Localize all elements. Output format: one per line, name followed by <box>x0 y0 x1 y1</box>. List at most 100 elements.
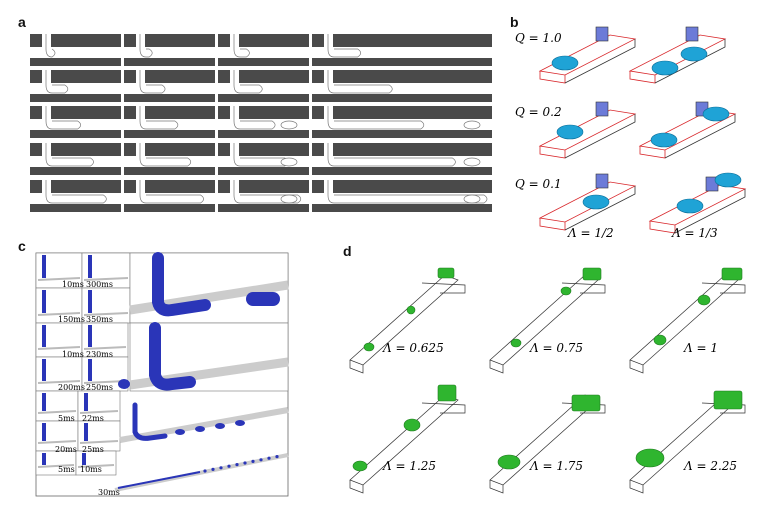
lambda-label-d4: Λ = 1.25 <box>382 459 436 473</box>
time-label-5: 10ms <box>62 350 84 359</box>
side-inlet <box>42 143 51 158</box>
lambda-label-d6: Λ = 2.25 <box>683 459 737 473</box>
main-channel <box>218 156 309 167</box>
detached-droplet <box>280 157 298 167</box>
time-label-8: 250ms <box>86 383 113 392</box>
side-inlet <box>230 70 239 85</box>
droplet-outline <box>233 70 263 94</box>
inlet-block <box>595 101 609 117</box>
main-channel <box>124 83 215 94</box>
green-inlet-fluid <box>582 267 602 281</box>
main-channel <box>124 193 215 204</box>
junction-arm <box>701 282 746 294</box>
channel-end <box>629 480 644 494</box>
main-channel <box>30 156 121 167</box>
time-label-10: 22ms <box>82 414 104 423</box>
droplet-outline <box>139 70 166 94</box>
thumbnail-channel <box>79 440 119 444</box>
blue-droplet <box>676 198 704 214</box>
channel-edge <box>664 114 736 159</box>
blue-droplet <box>235 420 245 426</box>
channel-snapshot <box>124 180 215 212</box>
droplet-outline <box>139 34 153 58</box>
channel-3d-d <box>349 267 466 374</box>
main-channel <box>218 83 309 94</box>
droplet-outline <box>327 34 362 58</box>
thumbnail-jet <box>42 255 46 278</box>
side-inlet <box>324 143 333 158</box>
lambda-label-d1: Λ = 0.625 <box>382 341 444 355</box>
junction-arm <box>421 402 466 414</box>
time-label-6: 230ms <box>86 350 113 359</box>
blue-droplet <box>195 426 205 432</box>
channel-3d-d <box>489 394 606 494</box>
inlet-block <box>595 26 609 42</box>
channel-edge <box>564 114 636 159</box>
q-label-1: Q = 1.0 <box>515 31 562 45</box>
channel-3d-b <box>538 26 637 84</box>
thumbnail-jet <box>88 255 92 278</box>
blue-droplet <box>203 469 207 473</box>
blue-droplet <box>251 459 255 463</box>
blue-droplet <box>680 46 708 62</box>
time-label-4: 350ms <box>86 315 113 324</box>
time-label-15: 30ms <box>98 488 120 497</box>
blue-droplet <box>551 55 579 71</box>
blue-droplet <box>235 463 239 467</box>
droplet-outline <box>45 70 69 94</box>
thumbnail-channel <box>83 346 127 350</box>
droplet-outline <box>327 106 425 130</box>
channel-3d-d <box>629 390 746 494</box>
green-inlet-fluid <box>713 390 743 410</box>
channel-snapshot <box>30 180 121 212</box>
channel-3d-b <box>538 173 637 231</box>
main-channel <box>312 47 492 58</box>
blue-jet <box>152 252 211 317</box>
panel-b-letter: b <box>510 14 519 30</box>
channel-frame-side <box>539 218 566 231</box>
green-droplet <box>635 448 665 468</box>
channel-snapshot <box>30 143 121 175</box>
time-thumbnail <box>35 450 77 476</box>
thumbnail-channel <box>37 277 81 281</box>
lambda-label-d5: Λ = 1.75 <box>529 459 583 473</box>
channel-frame-side <box>629 71 656 84</box>
droplet-outline <box>45 180 107 204</box>
detached-droplet <box>463 157 481 167</box>
lambda-label-d3: Λ = 1 <box>683 341 718 355</box>
side-inlet <box>42 180 51 195</box>
droplet-outline <box>45 34 56 58</box>
channel-3d-d <box>629 267 746 374</box>
channel-snapshot <box>218 106 309 138</box>
main-channel <box>124 156 215 167</box>
blue-droplet <box>175 429 185 435</box>
main-channel <box>218 193 309 204</box>
time-thumbnail <box>81 322 129 358</box>
channel-end <box>489 360 504 374</box>
channel-snapshot <box>218 180 309 212</box>
droplet-outline <box>139 180 204 204</box>
thumbnail-jet <box>42 325 46 347</box>
green-droplet <box>497 454 521 470</box>
time-label-2: 300ms <box>86 280 113 289</box>
channel-edge <box>564 186 636 231</box>
thumbnail-channel <box>37 410 77 414</box>
junction-arm <box>561 282 606 294</box>
time-label-14: 10ms <box>80 465 102 474</box>
blue-droplet <box>556 124 584 140</box>
thumbnail-channel <box>37 346 81 350</box>
channel-edge <box>654 39 726 84</box>
thumbnail-jet <box>88 290 92 313</box>
droplet-outline <box>45 143 94 167</box>
side-inlet <box>230 34 239 49</box>
large-view-4 <box>114 453 289 492</box>
blue-droplet <box>211 467 215 471</box>
panel-a-letter: a <box>18 14 26 30</box>
thumbnail-jet <box>42 423 46 441</box>
channel-snapshot <box>124 70 215 102</box>
channel-end <box>349 480 364 494</box>
channel-snapshot <box>312 34 492 66</box>
channel-band <box>114 453 289 492</box>
green-droplet <box>653 334 667 346</box>
